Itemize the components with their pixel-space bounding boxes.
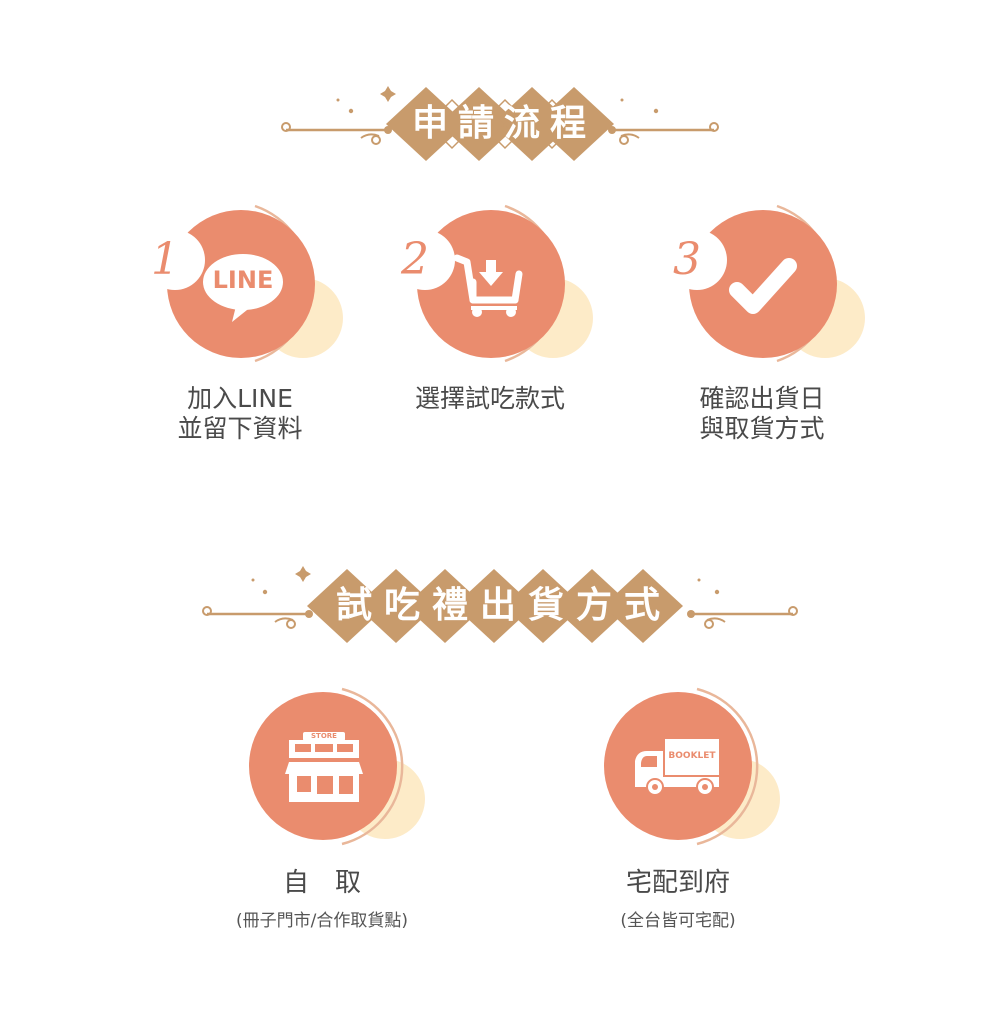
banner-ornament	[202, 566, 798, 643]
method-home-delivery-sublabel: (全台皆可宅配)	[620, 911, 736, 931]
method-home-delivery: BOOKLET	[603, 684, 803, 854]
step-3-caption: 確認出貨日 與取貨方式	[699, 384, 825, 443]
section-banner-delivery-method: 試吃禮出貨方式	[197, 562, 803, 644]
step-1-caption: 加入LINE 並留下資料	[177, 384, 303, 443]
step-2-choose-flavor: 2	[395, 198, 595, 368]
section-title: 試吃禮出貨方式	[335, 584, 672, 626]
step-1-join-line: 1 LINE	[145, 198, 345, 368]
step-number: 3	[673, 234, 701, 285]
store-sign-text: STORE	[311, 732, 337, 740]
step-number: 1	[151, 234, 179, 285]
method-self-pickup-label: 自 取	[282, 868, 361, 898]
section-banner-application-process: 申請流程	[276, 82, 724, 162]
method-self-pickup-sublabel: (冊子門市/合作取貨點)	[236, 911, 408, 931]
line-chat-icon: LINE	[202, 252, 284, 324]
section-title: 申請流程	[411, 102, 596, 144]
banner-ornament	[281, 86, 719, 161]
method-self-pickup: STORE	[248, 684, 448, 854]
line-logo-text: LINE	[212, 266, 274, 294]
step-2-caption: 選擇試吃款式	[414, 384, 565, 413]
step-3-confirm-shipping: 3	[667, 198, 867, 368]
truck-label-text: BOOKLET	[668, 751, 716, 761]
method-home-delivery-label: 宅配到府	[625, 868, 730, 898]
step-number: 2	[401, 234, 429, 285]
